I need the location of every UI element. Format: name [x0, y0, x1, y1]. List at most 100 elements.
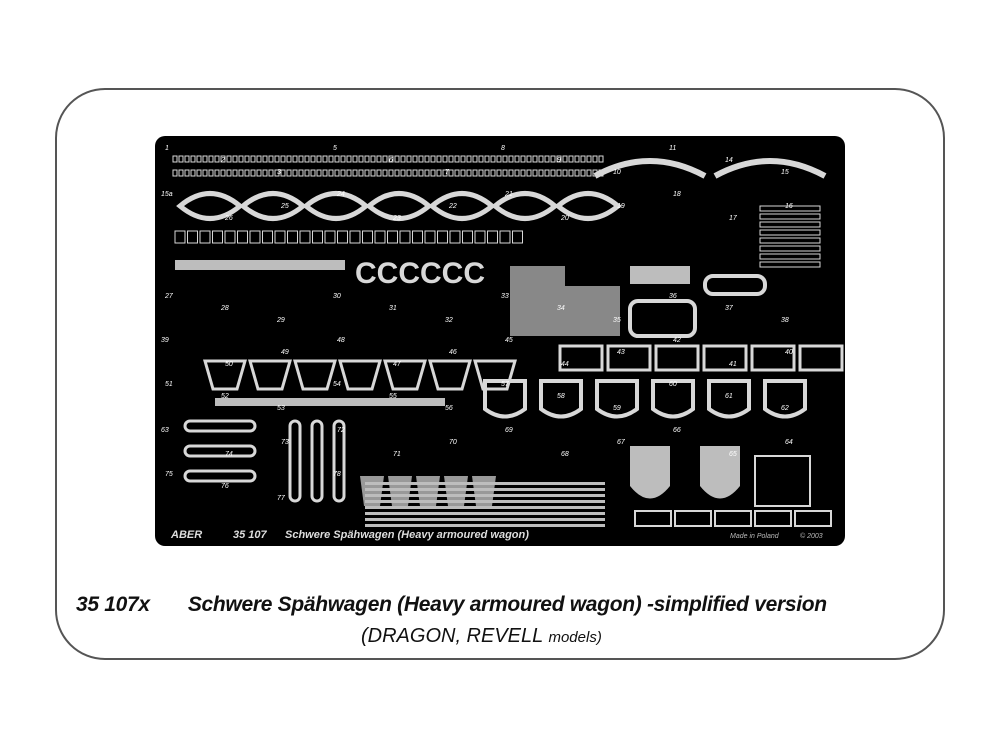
- strip-link: [304, 169, 310, 177]
- part-number: 29: [276, 317, 285, 324]
- part-number: 65: [729, 451, 737, 458]
- strip-link: [208, 155, 214, 163]
- part-number: 19: [617, 203, 625, 210]
- part-number: 70: [449, 439, 457, 446]
- grille-cell: [424, 230, 436, 244]
- strip-link: [238, 169, 244, 177]
- strip-link: [586, 169, 592, 177]
- part-number: 63: [161, 427, 169, 434]
- strip-link: [514, 155, 520, 163]
- grille-cell: [412, 230, 423, 244]
- strip-link: [190, 155, 196, 163]
- strip-link: [556, 169, 562, 177]
- strip-part: [759, 237, 821, 244]
- long-strip: [215, 398, 445, 406]
- plate-part: [714, 510, 752, 527]
- part-number: 44: [561, 361, 569, 368]
- part-number: 32: [445, 317, 453, 324]
- grille-cell: [224, 230, 236, 244]
- part-number: 15a: [161, 191, 173, 198]
- part-number: 10: [613, 169, 621, 176]
- part-number: 72: [337, 427, 345, 434]
- strip-link: [220, 169, 226, 177]
- strip-link: [550, 155, 556, 163]
- strip-link: [358, 169, 364, 177]
- strip-link: [478, 155, 484, 163]
- part-number: 28: [220, 305, 229, 312]
- grille-cell: [349, 230, 361, 244]
- strip-link: [424, 169, 430, 177]
- strip-link: [394, 169, 400, 177]
- strip-part: [759, 221, 821, 228]
- strip-link: [316, 155, 322, 163]
- strip-link: [436, 155, 442, 163]
- part-number: 76: [221, 483, 229, 490]
- strip-link: [550, 169, 556, 177]
- strip-link: [346, 169, 352, 177]
- strip-part: [365, 482, 605, 485]
- made-in-label: Made in Poland: [730, 533, 779, 540]
- strip-link: [430, 155, 436, 163]
- trapezoid-part: [338, 359, 382, 391]
- handle-part: [593, 158, 707, 179]
- strip-link: [442, 155, 448, 163]
- strip-link: [544, 169, 550, 177]
- strip-link: [406, 169, 412, 177]
- strip-link: [226, 169, 232, 177]
- strip-link: [382, 169, 388, 177]
- strip-link: [388, 169, 394, 177]
- strip-link: [262, 169, 268, 177]
- strip-link: [400, 169, 406, 177]
- grille-cell: [399, 230, 411, 244]
- strip-part: [365, 506, 605, 509]
- bracket-part: [595, 379, 639, 419]
- strip-link: [556, 155, 562, 163]
- strip-part: [759, 229, 821, 236]
- trapezoid-part: [473, 359, 517, 391]
- trapezoid-part: [383, 359, 427, 391]
- strip-link: [232, 169, 238, 177]
- part-number: 58: [557, 393, 565, 400]
- grille-cell: [249, 230, 261, 244]
- strip-link: [454, 155, 460, 163]
- strip-link: [376, 155, 382, 163]
- strip-link: [532, 155, 538, 163]
- strip-part: [759, 245, 821, 252]
- hatch-frame: [628, 299, 697, 338]
- part-number: 68: [561, 451, 569, 458]
- mesh-panel: [510, 266, 565, 336]
- strip-link: [514, 169, 520, 177]
- bracket-part: [539, 379, 583, 419]
- fret-name: Schwere Spähwagen (Heavy armoured wagon): [285, 529, 529, 541]
- grille-cell: [499, 230, 511, 244]
- strip-link: [298, 169, 304, 177]
- part-number: 77: [277, 495, 286, 502]
- part-number: 48: [337, 337, 345, 344]
- part-number: 9: [557, 157, 561, 164]
- strip-part: [365, 512, 605, 515]
- strip-link: [538, 155, 544, 163]
- tool-part: [288, 419, 302, 503]
- shovel-blade: [630, 446, 670, 499]
- strip-link: [178, 155, 184, 163]
- part-number: 2: [220, 157, 225, 164]
- strip-link: [418, 155, 424, 163]
- strip-link: [214, 155, 220, 163]
- bracket-part: [750, 344, 796, 372]
- strip-link: [484, 155, 490, 163]
- part-number: 43: [617, 349, 625, 356]
- strip-link: [568, 155, 574, 163]
- strip-link: [214, 169, 220, 177]
- shovel-blade: [700, 446, 740, 499]
- strip-link: [184, 169, 190, 177]
- strip-link: [250, 155, 256, 163]
- bracket-part: [763, 379, 807, 419]
- part-number: 37: [725, 305, 734, 312]
- strip-link: [412, 169, 418, 177]
- grille-cell: [362, 230, 373, 244]
- strip-link: [460, 169, 466, 177]
- strip-link: [460, 155, 466, 163]
- strip-link: [256, 155, 262, 163]
- grille-cell: [212, 230, 223, 244]
